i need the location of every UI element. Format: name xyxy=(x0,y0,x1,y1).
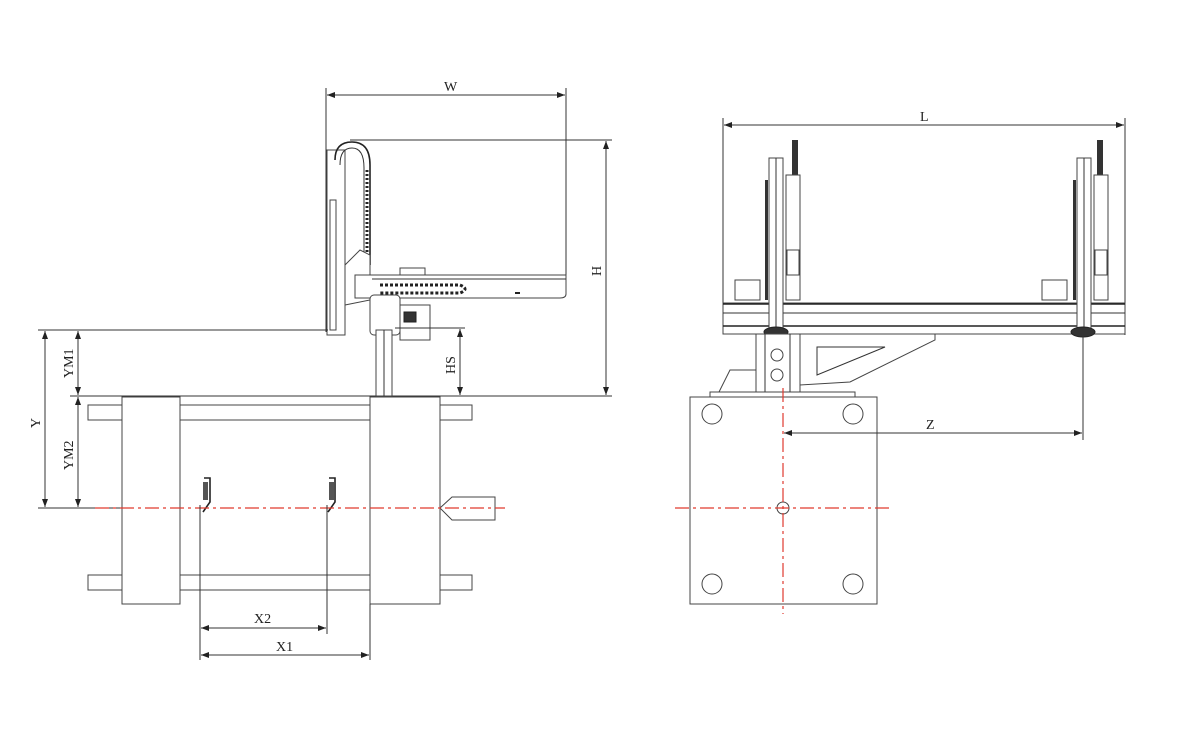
front-view: L xyxy=(675,110,1126,614)
side-view: W H xyxy=(29,80,612,660)
dimension-z: Z xyxy=(784,336,1084,440)
dimension-x: X2 X1 xyxy=(199,505,371,660)
label-ym2: YM2 xyxy=(62,440,77,470)
label-hs: HS xyxy=(444,356,459,374)
base-plate xyxy=(675,388,890,614)
robot-arm-side xyxy=(326,141,567,397)
robot-frame-front xyxy=(722,140,1126,338)
support-stand xyxy=(709,333,936,398)
dimension-l: L xyxy=(722,110,1126,335)
label-h: H xyxy=(590,266,605,276)
dimension-hs: HS xyxy=(395,327,465,395)
label-y: Y xyxy=(29,418,44,428)
dimension-y: Y YM1 YM2 xyxy=(29,329,372,509)
label-ym1: YM1 xyxy=(62,348,77,378)
label-z: Z xyxy=(926,418,935,433)
dimension-h: H xyxy=(350,139,612,397)
dimension-w: W xyxy=(325,80,567,332)
label-x2: X2 xyxy=(254,612,271,627)
label-x1: X1 xyxy=(276,640,293,655)
label-l: L xyxy=(920,110,929,125)
molding-machine-top xyxy=(87,396,505,605)
label-w: W xyxy=(444,80,458,95)
